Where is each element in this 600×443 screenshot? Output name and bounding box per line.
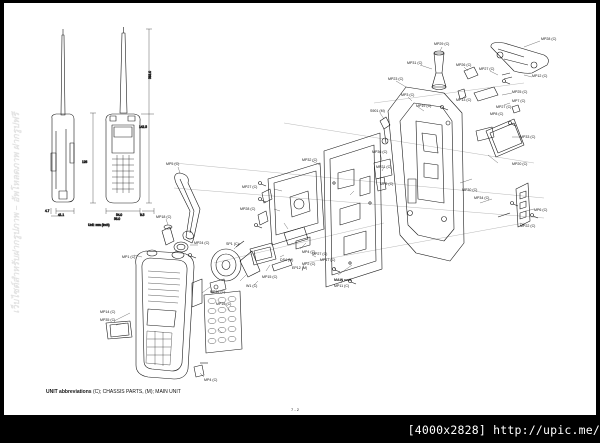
unit-abbrev-label: UNIT abbreviations bbox=[46, 389, 92, 395]
label-mp7: MP7 (C) bbox=[512, 99, 525, 103]
label-mp9: MP9 (C) bbox=[380, 182, 393, 186]
label-mp15: MP15 (C) bbox=[262, 275, 277, 279]
small-parts bbox=[173, 226, 311, 282]
label-mp25: MP25 (C) bbox=[512, 90, 527, 94]
rear-chassis bbox=[379, 86, 465, 262]
dim-height-body: 126 bbox=[82, 160, 88, 164]
main-unit-board bbox=[323, 132, 393, 288]
page-number: 7 - 2 bbox=[291, 407, 300, 412]
dim-width-3: 54.0 bbox=[116, 213, 122, 217]
image-host-watermark: [4000x2828] http://upic.me/ bbox=[407, 423, 600, 437]
label-mp28b: MP28 (C) bbox=[240, 207, 255, 211]
dim-unit-note: Unit: mm (inch) bbox=[88, 223, 110, 227]
screws bbox=[188, 79, 539, 285]
label-mp23: MP23 (C) bbox=[388, 77, 403, 81]
exploded-view-diagram: 593.0 142.5 126 4.7 41.1 54.0 56.0 9.5 U… bbox=[45, 27, 556, 382]
label-mp4: MP4 (C) bbox=[302, 250, 315, 254]
explode-guide-lines bbox=[173, 82, 545, 264]
label-ep12: EP12 (M) bbox=[292, 266, 307, 270]
label-main-unit: MAIN unit bbox=[334, 278, 352, 282]
label-mp28: MP28 (C) bbox=[541, 37, 556, 41]
label-mp8: MP8 (C) bbox=[490, 112, 503, 116]
label-s901: S901 (M) bbox=[370, 109, 385, 113]
dimension-drawing: 593.0 142.5 126 4.7 41.1 54.0 56.0 9.5 U… bbox=[45, 27, 155, 227]
dim-width-4: 56.0 bbox=[114, 217, 120, 221]
front-case bbox=[135, 249, 203, 380]
label-mp20: MP20 (C) bbox=[512, 162, 527, 166]
label-mp17: MP17 (C) bbox=[320, 258, 335, 262]
service-manual-page: เว็บไซต์สำหรับฝากรูปภาพ – อัพโหลดภาพ ฝาก… bbox=[4, 3, 596, 415]
unit-abbreviations-note: UNIT abbreviations (C); CHASSIS PARTS, (… bbox=[46, 389, 181, 395]
label-mp10: MP10 (C) bbox=[216, 302, 231, 306]
label-mp3: MP3 (C) bbox=[401, 93, 414, 97]
label-mp31: MP31 (C) bbox=[407, 61, 422, 65]
label-w1: W1 (C) bbox=[246, 284, 257, 288]
bottom-small-parts bbox=[105, 320, 208, 378]
label-mp2: MP2 (C) bbox=[302, 262, 315, 266]
label-mp34: MP34 (C) bbox=[474, 196, 489, 200]
front-chassis bbox=[257, 162, 325, 246]
label-mp12: MP12 (C) bbox=[532, 74, 547, 78]
label-mp21: MP21 (C) bbox=[376, 165, 391, 169]
keypad-rubber bbox=[203, 278, 243, 354]
dim-height-total: 593.0 bbox=[148, 71, 152, 79]
label-mp1: MP1 (C) bbox=[122, 255, 135, 259]
label-mp19: MP19 (C) bbox=[416, 104, 431, 108]
dim-width-1: 4.7 bbox=[45, 209, 50, 213]
side-plate bbox=[475, 126, 531, 228]
label-ds4: DS4 (M) bbox=[280, 258, 293, 262]
label-mp27a: MP27 (C) bbox=[479, 67, 494, 71]
label-mp16: MP16 (C) bbox=[210, 290, 225, 294]
top-parts bbox=[431, 42, 549, 158]
dim-width-5: 9.5 bbox=[140, 213, 145, 217]
label-mp36: MP36 (C) bbox=[372, 150, 387, 154]
label-sp1: SP1 (C) bbox=[226, 242, 239, 246]
label-mp32: MP32 (C) bbox=[302, 158, 317, 162]
label-mp27b: MP27 (C) bbox=[496, 105, 511, 109]
dim-width-2: 41.1 bbox=[58, 213, 64, 217]
part-labels: MP29 (C) MP28 (C) MP31 (C) MP26 (C) MP27… bbox=[100, 37, 556, 382]
label-mp29: MP29 (C) bbox=[434, 42, 449, 46]
unit-abbrev-text: (C); CHASSIS PARTS, (M); MAIN UNIT bbox=[91, 389, 181, 395]
label-mp14: MP14 (C) bbox=[100, 310, 115, 314]
label-mp6: MP6 (C) bbox=[534, 208, 547, 212]
label-mp26: MP26 (C) bbox=[456, 63, 471, 67]
leader-lines bbox=[113, 40, 541, 378]
label-mp11: MP11 (C) bbox=[334, 284, 349, 288]
label-mp33: MP33 (C) bbox=[520, 135, 535, 139]
label-mp27c: MP27 (C) bbox=[242, 185, 257, 189]
label-mp22: MP22 (C) bbox=[520, 224, 535, 228]
dim-height-antenna: 142.5 bbox=[139, 125, 147, 129]
label-mp13: MP13 (C) bbox=[456, 98, 471, 102]
clip-parts bbox=[161, 172, 201, 246]
label-mp27d: MP27 (C) bbox=[312, 252, 327, 256]
label-mp35: MP35 (C) bbox=[100, 318, 115, 322]
label-mp4b: MP4 (C) bbox=[204, 378, 217, 382]
label-mp30: MP30 (C) bbox=[462, 188, 477, 192]
label-mp5: MP5 (C) bbox=[166, 162, 179, 166]
label-mp24: MP24 (C) bbox=[194, 241, 209, 245]
label-mp18: MP18 (C) bbox=[156, 215, 171, 219]
